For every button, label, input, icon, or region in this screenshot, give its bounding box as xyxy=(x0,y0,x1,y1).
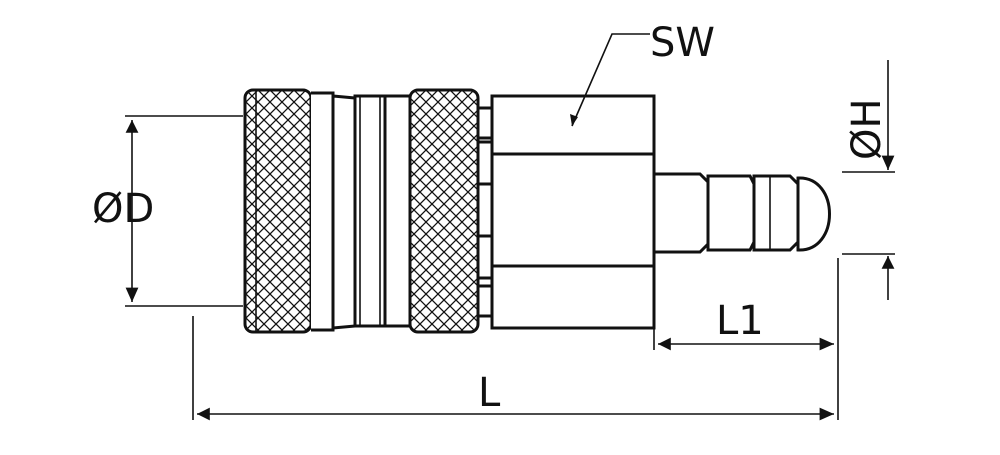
left-knurled-sleeve xyxy=(243,88,313,334)
wrench-size-label: SW xyxy=(650,20,715,66)
sw-leader xyxy=(570,33,650,127)
diameter-h-label: ØH xyxy=(844,98,890,160)
length-l-label: L xyxy=(478,370,501,416)
hose-barb xyxy=(652,172,831,254)
sleeve-collar xyxy=(311,91,412,332)
length-l1-label: L1 xyxy=(716,298,764,344)
dimension-lines xyxy=(125,60,895,421)
hex-body xyxy=(490,94,656,330)
right-knurled-ring xyxy=(408,88,480,334)
diameter-d-label: ØD xyxy=(92,186,154,232)
extension-lines xyxy=(125,115,895,420)
